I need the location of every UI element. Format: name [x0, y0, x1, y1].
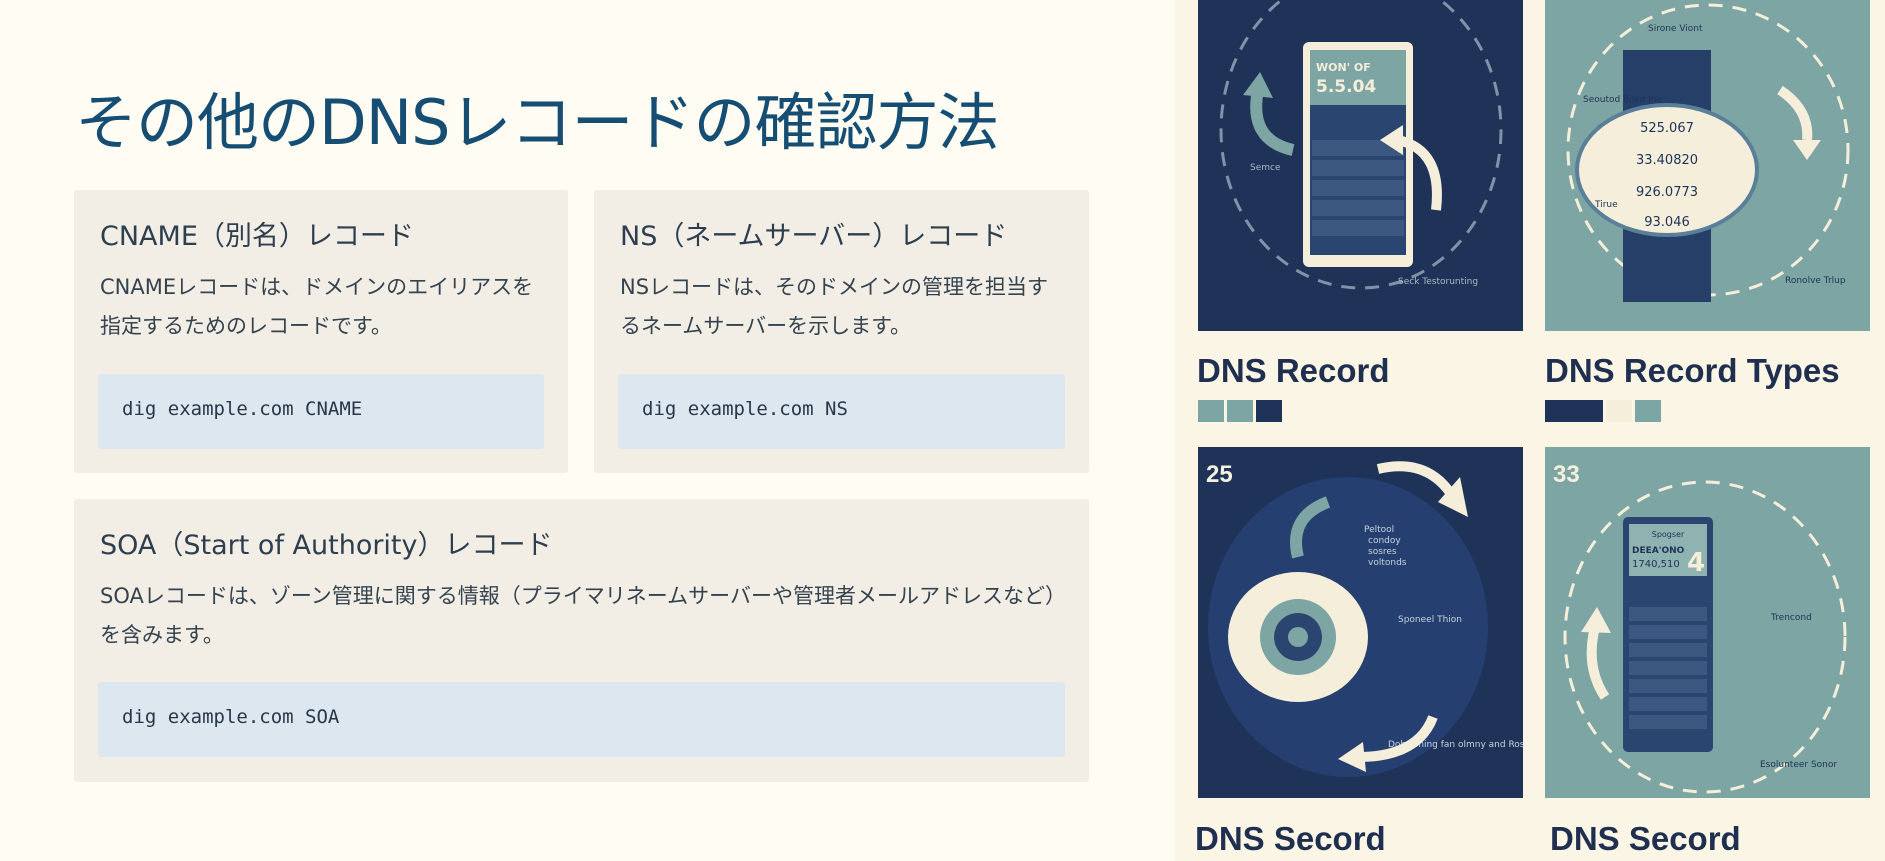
card-heading: CNAME（別名）レコード [100, 221, 414, 252]
image-gallery: WON' OF 5.5.04 Semce Seck Testorunting D… [1175, 0, 1885, 861]
color-swatch [1256, 400, 1282, 422]
image-label: sosres [1368, 547, 1397, 557]
image-title: DNS Record [1197, 352, 1390, 389]
image-number: 25 [1206, 461, 1233, 488]
disc-illustration: Peltool condoy sosres voltonds Sponeel T… [1208, 461, 1523, 777]
image-title: DNS Secord [1550, 820, 1741, 857]
image-label: 4 [1687, 548, 1705, 578]
image-label: Esolunteer Sonor [1760, 760, 1837, 770]
page-title: その他のDNSレコードの確認方法 [75, 86, 999, 159]
image-label: voltonds [1368, 558, 1407, 568]
phone-illustration: WON' OF 5.5.04 Semce Seck Testorunting [1219, 0, 1503, 290]
code-block[interactable]: dig example.com NS [618, 374, 1065, 449]
image-label: Trencond [1770, 613, 1812, 623]
gallery-image-dns-secord-2[interactable]: 33 Spogser DEEA'ONO 1740,510 4 Trencond … [1545, 447, 1870, 798]
soa-card: SOA（Start of Authority）レコード SOAレコードは、ゾーン… [74, 499, 1089, 782]
gallery-image-dns-record-types[interactable]: 525.067 33.40820 926.0773 93.046 Sirone … [1545, 0, 1870, 331]
cname-card: CNAME（別名）レコード CNAMEレコードは、ドメインのエイリアスを指定する… [74, 190, 568, 473]
image-label: Dohorming fan olmny and Rosolon [1388, 740, 1523, 750]
server-illustration: 525.067 33.40820 926.0773 93.046 Sirone … [1566, 3, 1850, 302]
image-value: 525.067 [1640, 121, 1694, 136]
image-label: 1740,510 [1632, 559, 1680, 570]
image-number: 33 [1553, 461, 1580, 488]
image-label: Sponeel Thion [1398, 615, 1462, 625]
image-title: DNS Secord [1195, 820, 1386, 857]
image-label: Spogser [1652, 530, 1685, 539]
color-swatch [1198, 400, 1224, 422]
image-label: Tirue [1594, 200, 1618, 210]
phone-label: WON' OF [1316, 61, 1371, 74]
code-block[interactable]: dig example.com CNAME [98, 374, 544, 449]
image-value: 93.046 [1644, 215, 1690, 230]
card-body: CNAMEレコードは、ドメインのエイリアスを指定するためのレコードです。 [100, 275, 534, 338]
image-label: Ronolve Trlup [1785, 276, 1846, 286]
image-title: DNS Record Types [1545, 352, 1840, 389]
card-heading: NS（ネームサーバー）レコード [620, 221, 1008, 252]
image-label: Peltool [1364, 525, 1394, 535]
image-label: Seck Testorunting [1398, 277, 1478, 287]
image-label: condoy [1368, 536, 1401, 546]
card-heading: SOA（Start of Authority）レコード [100, 530, 553, 561]
color-swatch [1635, 400, 1661, 422]
gallery-image-dns-record[interactable]: WON' OF 5.5.04 Semce Seck Testorunting [1198, 0, 1523, 331]
card-body: SOAレコードは、ゾーン管理に関する情報（プライマリネームサーバーや管理者メール… [100, 584, 1056, 647]
image-label: Sirone Viont [1648, 24, 1703, 34]
color-swatch [1606, 400, 1632, 422]
gallery-image-dns-secord[interactable]: 25 Peltool condoy sosres voltonds Sponee… [1198, 447, 1523, 798]
phone-value: 5.5.04 [1316, 77, 1376, 97]
ns-card: NS（ネームサーバー）レコード NSレコードは、そのドメインの管理を担当するネー… [594, 190, 1089, 473]
image-value: 33.40820 [1636, 153, 1698, 168]
image-label: DEEA'ONO [1632, 546, 1685, 556]
color-swatch [1545, 400, 1603, 422]
image-label: Seoutod Bocd Ine [1583, 95, 1663, 105]
image-label: Semce [1250, 163, 1281, 173]
code-block[interactable]: dig example.com SOA [98, 682, 1065, 757]
calculator-illustration: Spogser DEEA'ONO 1740,510 4 Trencond Eso… [1563, 480, 1847, 794]
card-body: NSレコードは、そのドメインの管理を担当するネームサーバーを示します。 [620, 275, 1049, 338]
image-value: 926.0773 [1636, 185, 1698, 200]
color-swatch [1227, 400, 1253, 422]
